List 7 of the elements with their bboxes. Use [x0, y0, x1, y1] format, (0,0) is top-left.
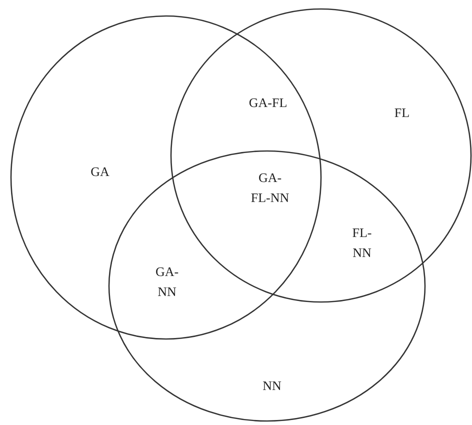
set-label: GA: [90, 163, 110, 181]
set-label: NN: [262, 377, 282, 395]
set-label: FL: [394, 104, 410, 122]
overlap-label: GA-FL-NN: [250, 169, 290, 207]
overlap-label: GA-NN: [154, 263, 180, 301]
overlap-label: FL-NN: [351, 224, 373, 262]
overlap-label: GA-FL: [248, 94, 288, 112]
